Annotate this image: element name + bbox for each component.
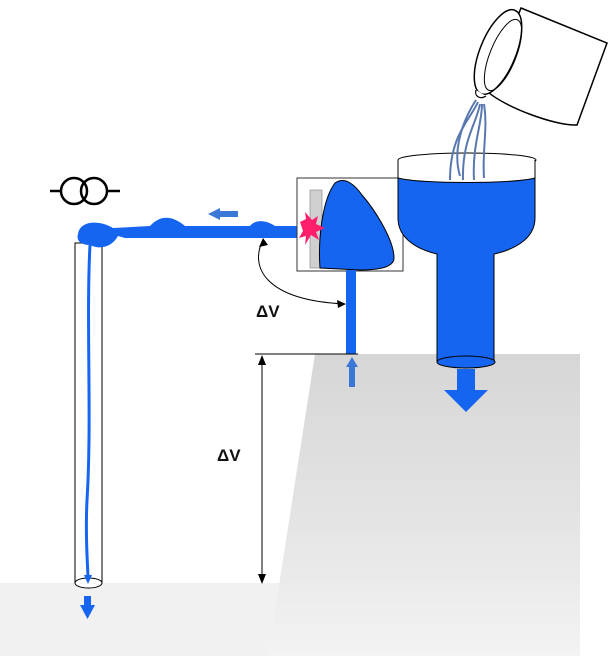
voltage-curve-arrow <box>258 239 346 305</box>
wire-flow-arrow <box>208 208 238 220</box>
spark-icon <box>299 212 325 245</box>
funnel-outflow-arrow <box>444 369 488 412</box>
pour-stream <box>449 99 487 181</box>
delta-v-upper-label: ΔV <box>256 302 280 321</box>
pressure-arrow-up <box>346 357 358 387</box>
height-dimension <box>255 353 358 582</box>
transformer-symbol-icon <box>50 176 120 206</box>
ground-tube <box>74 242 103 589</box>
wire-current-flow <box>77 217 300 248</box>
funnel-icon <box>397 152 537 369</box>
delta-v-lower-label: ΔV <box>217 446 241 465</box>
upper-ground-cliff <box>268 354 580 656</box>
device-drain-pipe <box>346 270 356 354</box>
ground-flow-arrow <box>80 596 95 619</box>
beaker-icon <box>473 7 608 126</box>
